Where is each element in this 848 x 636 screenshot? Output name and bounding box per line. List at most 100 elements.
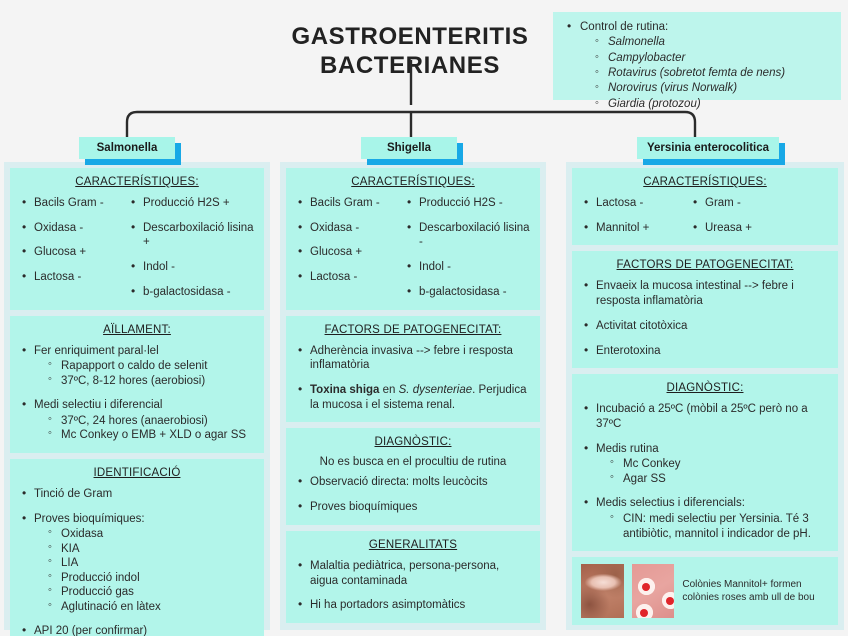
agar-plate-photo — [581, 564, 624, 619]
list-item: Hi ha portadors asimptomàtics — [296, 597, 530, 613]
list-item: Oxidasa - — [296, 220, 401, 236]
isolation-list: Fer enriquiment paral·lel Rapapport o ca… — [20, 343, 254, 443]
card-title: DIAGNÒSTIC: — [666, 382, 744, 395]
mannitol-colonies-photo — [631, 564, 675, 619]
card-title: FACTORS DE PATOGENECITAT: — [616, 259, 794, 272]
connector-tree — [125, 60, 697, 140]
list-item: Aglutinació en làtex — [48, 599, 254, 614]
list-item: Activitat citotòxica — [582, 318, 828, 334]
page-title-line-2: BACTERIANES — [320, 52, 500, 80]
list-item: Ureasa + — [691, 220, 828, 236]
list-item: Malaltia pediàtrica, persona-persona, ai… — [296, 558, 530, 588]
list-item: Producció H2S + — [129, 195, 254, 211]
card-title: AÏLLAMENT: — [103, 323, 171, 336]
colony-dot — [635, 604, 653, 619]
sublist: CIN: medi selectiu per Yersinia. Té 3 an… — [610, 511, 828, 541]
diagnostic-list: Observació directa: molts leucòcits Prov… — [296, 474, 530, 515]
sublist: Rapapport o caldo de selenit 37ºC, 8-12 … — [48, 358, 254, 388]
card-title: FACTORS DE PATOGENECITAT: — [324, 323, 502, 336]
list-item: 37ºC, 8-12 hores (aerobiosi) — [48, 373, 254, 388]
node-header-shigella[interactable]: Shigella — [361, 137, 457, 159]
list-item: Medi selectiu i diferencial 37ºC, 24 hor… — [20, 397, 254, 443]
list-item: Producció H2S - — [405, 195, 530, 211]
list-item: Proves bioquímiques: Oxidasa KIA LIA Pro… — [20, 511, 254, 615]
list-item: Mc Conkey o EMB + XLD o agar SS — [48, 427, 254, 442]
feature-list-right: Producció H2S - Descarboxilació lisina -… — [405, 195, 530, 300]
identification-list: Tinció de Gram Proves bioquímiques: Oxid… — [20, 486, 254, 636]
colony-dot — [661, 592, 675, 610]
list-item: Tinció de Gram — [20, 486, 254, 502]
page-title-line-1: GASTROENTERITIS — [291, 23, 529, 50]
diagnostic-list: Incubació a 25ºC (mòbil a 25ºC però no a… — [582, 401, 828, 541]
routine-control-sublist: Salmonella Campylobacter Rotavirus (sobr… — [595, 34, 831, 112]
list-item: Fer enriquiment paral·lel Rapapport o ca… — [20, 343, 254, 389]
column-salmonella: CARACTERÍSTIQUES: Bacils Gram - Oxidasa … — [4, 162, 270, 636]
two-column-list: Lactosa - Mannitol + Gram - Ureasa + — [582, 195, 828, 236]
generalities-list: Malaltia pediàtrica, persona-persona, ai… — [296, 558, 530, 613]
list-item: Rotavirus (sobretot femta de nens) — [595, 65, 831, 81]
list-item: CIN: medi selectiu per Yersinia. Té 3 an… — [610, 511, 828, 541]
card-title: CARACTERÍSTIQUES: — [75, 176, 199, 188]
list-item: Indol - — [405, 259, 530, 275]
list-item: Giardia (protozou) — [595, 96, 831, 112]
card-factors-patogenecitat: FACTORS DE PATOGENECITAT: Adherència inv… — [286, 315, 540, 423]
photo-caption: Colònies Mannitol+ formen colònies roses… — [682, 579, 815, 604]
node-header-yersinia[interactable]: Yersinia enterocolitica — [637, 137, 779, 159]
list-item: Producció gas — [48, 584, 254, 599]
list-item: Salmonella — [595, 34, 831, 50]
list-item: LIA — [48, 555, 254, 570]
card-caracteristiques: CARACTERÍSTIQUES: Bacils Gram - Oxidasa … — [286, 168, 540, 310]
list-item: Observació directa: molts leucòcits — [296, 474, 530, 490]
pathogenicity-list: Envaeix la mucosa intestinal --> febre i… — [582, 278, 828, 359]
list-item: Glucosa + — [20, 244, 125, 260]
sublist: Mc Conkey Agar SS — [610, 456, 828, 486]
list-item: Lactosa - — [296, 269, 401, 285]
sublist: 37ºC, 24 hores (anaerobiosi) Mc Conkey o… — [48, 413, 254, 443]
card-title: GENERALITATS — [368, 538, 458, 551]
routine-control-heading: Control de rutina: Salmonella Campylobac… — [567, 19, 831, 112]
list-item: Mc Conkey — [610, 456, 828, 471]
feature-list-left: Bacils Gram - Oxidasa - Glucosa + Lactos… — [20, 195, 125, 300]
feature-list-left: Lactosa - Mannitol + — [582, 195, 687, 236]
card-generalitats: GENERALITATS Malaltia pediàtrica, person… — [286, 530, 540, 624]
list-item: Envaeix la mucosa intestinal --> febre i… — [582, 278, 828, 308]
list-item: Lactosa - — [582, 195, 687, 211]
feature-list-right: Producció H2S + Descarboxilació lisina +… — [129, 195, 254, 300]
card-caracteristiques: CARACTERÍSTIQUES: Lactosa - Mannitol + G… — [572, 168, 838, 246]
card-title: IDENTIFICACIÓ — [93, 466, 181, 479]
two-column-list: Bacils Gram - Oxidasa - Glucosa + Lactos… — [20, 195, 254, 300]
routine-control-list: Control de rutina: Salmonella Campylobac… — [567, 19, 831, 112]
list-item: Indol - — [129, 259, 254, 275]
sublist: Oxidasa KIA LIA Producció indol Producci… — [48, 526, 254, 614]
list-item: Proves bioquímiques — [296, 499, 530, 515]
card-title: DIAGNÒSTIC: — [374, 436, 452, 449]
list-item: Medis rutina Mc Conkey Agar SS — [582, 441, 828, 487]
list-item: Campylobacter — [595, 50, 831, 66]
list-item: Oxidasa — [48, 526, 254, 541]
list-item: Lactosa - — [20, 269, 125, 285]
list-item: Bacils Gram - — [296, 195, 401, 211]
node-header-salmonella[interactable]: Salmonella — [79, 137, 175, 159]
card-title: CARACTERÍSTIQUES: — [351, 176, 475, 188]
colony-dot — [637, 578, 655, 596]
list-item: Rapapport o caldo de selenit — [48, 358, 254, 373]
list-item: Oxidasa - — [20, 220, 125, 236]
list-item: Bacils Gram - — [20, 195, 125, 211]
list-item: Adherència invasiva --> febre i resposta… — [296, 343, 530, 373]
feature-list-right: Gram - Ureasa + — [691, 195, 828, 236]
list-item: Descarboxilació lisina + — [129, 220, 254, 250]
page-title: GASTROENTERITIS BACTERIANES — [240, 22, 580, 81]
list-item: b-galactosidasa - — [129, 284, 254, 300]
list-item: Mannitol + — [582, 220, 687, 236]
list-item: Enterotoxina — [582, 343, 828, 359]
node-header-label: Yersinia enterocolitica — [646, 142, 770, 154]
feature-list-left: Bacils Gram - Oxidasa - Glucosa + Lactos… — [296, 195, 401, 300]
list-item: Toxina shiga en S. dysenteriae. Perjudic… — [296, 382, 530, 412]
column-shigella: CARACTERÍSTIQUES: Bacils Gram - Oxidasa … — [280, 162, 546, 630]
list-item: Producció indol — [48, 570, 254, 585]
card-diagnostic: DIAGNÒSTIC: Incubació a 25ºC (mòbil a 25… — [572, 374, 838, 552]
list-item: Descarboxilació lisina - — [405, 220, 530, 250]
list-item: Glucosa + — [296, 244, 401, 260]
list-item: Medis selectius i diferencials: CIN: med… — [582, 495, 828, 541]
